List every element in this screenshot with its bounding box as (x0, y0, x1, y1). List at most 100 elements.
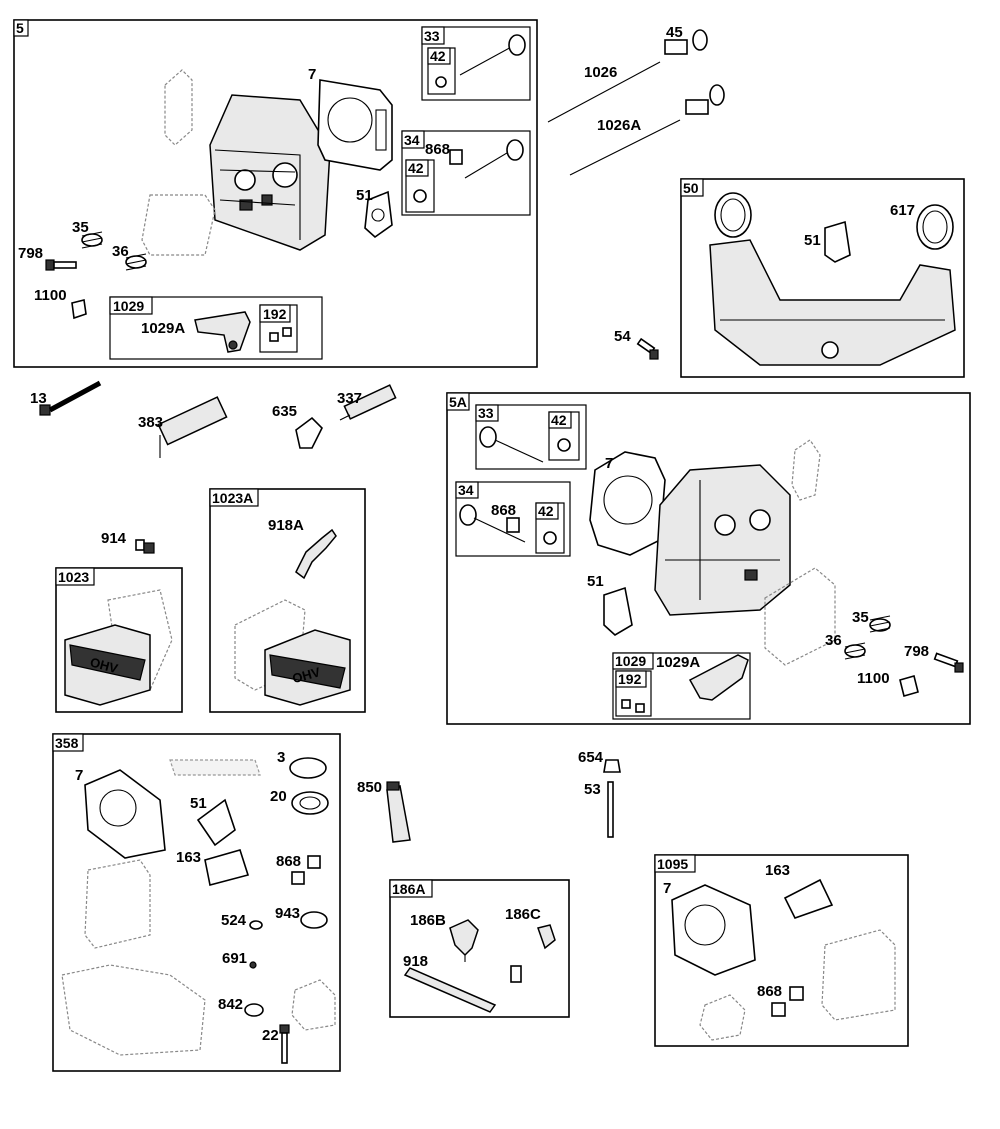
callout-868-d: 868 (757, 983, 782, 1000)
o-ring-842 (244, 1003, 264, 1017)
spark-plug-337 (339, 384, 397, 421)
callout-1100: 1100 (34, 287, 67, 304)
callout-163-a: 163 (176, 849, 201, 866)
bolt-13 (39, 380, 102, 416)
callout-383: 383 (138, 414, 163, 431)
valve-cover-gasket-outline-5A (764, 567, 836, 666)
cylinder-head-gasket-5A (589, 451, 666, 556)
section-5-label: 5 (16, 20, 24, 36)
breather-hose (295, 528, 337, 580)
cover-gasket-outline-1023A (234, 599, 306, 691)
callout-798: 798 (18, 245, 43, 262)
subsection-1029-b-label: 1029 (615, 653, 646, 669)
section-186A: 186A 186B 186C 918 (389, 879, 570, 1018)
callout-654: 654 (578, 749, 604, 766)
stud-53 (607, 781, 614, 838)
section-50-label: 50 (683, 180, 699, 196)
section-1023: 1023 OHV (55, 567, 183, 713)
callout-1029A-b: 1029A (656, 654, 700, 671)
subsection-42-d-label: 42 (538, 503, 554, 519)
section-186A-label: 186A (392, 881, 425, 897)
valve-seal (435, 76, 447, 88)
subsection-42-label: 42 (430, 48, 446, 64)
section-1095-label: 1095 (657, 856, 688, 872)
valve-spring-35-b (869, 618, 891, 632)
bolt-798 (45, 259, 77, 271)
callout-635: 635 (272, 403, 297, 420)
callout-1026: 1026 (584, 64, 617, 81)
spark-plug-boot-635 (295, 416, 323, 449)
callout-691: 691 (222, 950, 247, 967)
callout-798-b: 798 (904, 643, 929, 660)
callout-36: 36 (112, 243, 129, 260)
callout-51-b: 51 (804, 232, 821, 249)
push-rods: 45 1026 1026A (547, 24, 725, 176)
gasket-51-358 (196, 798, 236, 847)
manifold-gasket-51 (824, 220, 851, 263)
valve-cover-1023A: OHV (264, 629, 351, 706)
subsection-34: 34 868 42 (401, 130, 531, 216)
callout-918: 918 (403, 953, 428, 970)
subsection-42-c-label: 42 (551, 412, 567, 428)
subsection-192-label: 192 (263, 306, 287, 322)
head-gasket-outline (164, 69, 193, 146)
valve-spring-35 (81, 231, 103, 249)
nut-654 (603, 759, 621, 773)
intake-gasket (364, 190, 393, 239)
callout-943: 943 (275, 905, 300, 922)
callout-53: 53 (584, 781, 601, 798)
bolt-914 (135, 539, 155, 554)
section-358: 358 7 3 20 51 163 868 524 943 691 842 22 (52, 733, 341, 1072)
callout-7-c: 7 (75, 767, 83, 784)
bolt-798-b (933, 652, 964, 673)
gasket-outline-1095-small (699, 994, 746, 1041)
callout-35: 35 (72, 219, 89, 236)
callout-20: 20 (270, 788, 287, 805)
head-gasket-1095 (671, 884, 756, 976)
o-ring-943 (300, 911, 328, 929)
gasket-163 (204, 849, 250, 886)
head-gasket-358 (84, 769, 166, 859)
callout-1100-b: 1100 (857, 670, 890, 687)
callout-337: 337 (337, 390, 362, 407)
o-ring-524 (249, 920, 263, 930)
subsection-34-label: 34 (404, 132, 420, 148)
valve-stem (459, 44, 516, 76)
callout-22: 22 (262, 1027, 279, 1044)
section-358-label: 358 (55, 735, 79, 751)
push-rod-1026A (569, 119, 681, 176)
clamp (510, 965, 522, 983)
valve-guide (449, 149, 463, 165)
section-1023A-label: 1023A (212, 490, 253, 506)
callout-868-c: 868 (276, 853, 301, 870)
section-5: 5 7 51 35 (13, 19, 538, 368)
gasket-outline-358-small (291, 979, 336, 1031)
callout-35-b: 35 (852, 609, 869, 626)
callout-51-c: 51 (587, 573, 604, 590)
section-1095: 1095 7 163 868 (654, 854, 909, 1047)
push-rod-1026 (547, 61, 661, 123)
callout-1026A: 1026A (597, 117, 641, 134)
callout-850: 850 (357, 779, 382, 796)
tappet-45 (664, 39, 688, 55)
gasket-outline-1095 (821, 929, 896, 1021)
crankcase-gasket-outline (61, 964, 206, 1056)
valve-cover-1023: OHV (64, 624, 151, 706)
ignition-coil-383 (157, 396, 228, 458)
subsection-1029-label: 1029 (113, 298, 144, 314)
hose-918 (403, 967, 497, 1013)
fitting-186B (449, 919, 479, 957)
valve-guide-1095 (789, 986, 804, 1001)
callout-13: 13 (30, 390, 47, 407)
manifold-gasket-right (916, 204, 954, 250)
section-1023-label: 1023 (58, 569, 89, 585)
callout-3: 3 (277, 749, 285, 766)
callout-842: 842 (218, 996, 243, 1013)
callout-524: 524 (221, 912, 247, 929)
callout-51-d: 51 (190, 795, 207, 812)
rocker-arm-5A (688, 654, 749, 701)
part-1100-b (899, 675, 919, 697)
subsection-34-b-label: 34 (458, 482, 474, 498)
nut-192 (269, 332, 279, 342)
callout-45: 45 (666, 24, 683, 41)
